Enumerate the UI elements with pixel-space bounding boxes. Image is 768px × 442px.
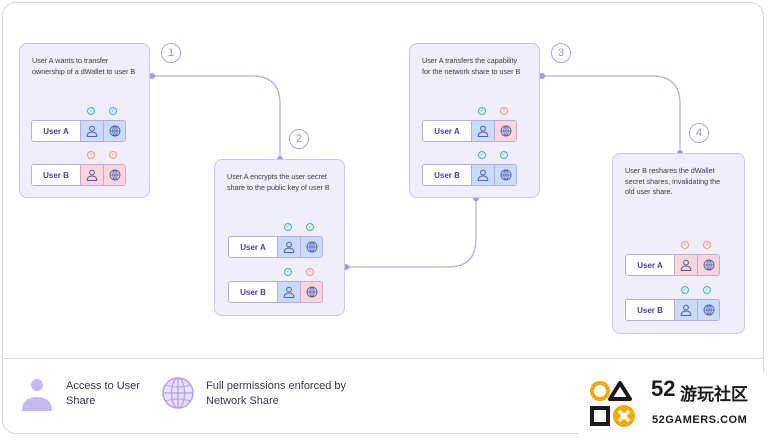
user-label: User B bbox=[229, 282, 278, 302]
user-label: User A bbox=[626, 255, 675, 275]
user-share-icon bbox=[472, 121, 494, 141]
check-icon: ✓ bbox=[500, 151, 508, 159]
network-share-icon bbox=[103, 121, 125, 141]
cross-icon: × bbox=[500, 107, 508, 115]
watermark-name: 游玩社区 bbox=[680, 385, 748, 404]
network-share-icon bbox=[494, 121, 516, 141]
permission-row: User B bbox=[228, 281, 323, 303]
step-description: User A wants to transfer ownership of a … bbox=[32, 56, 136, 76]
legend-user-share-label: Access to User Share bbox=[66, 380, 140, 407]
watermark-number: 52 bbox=[651, 376, 676, 401]
permission-row: User A bbox=[228, 236, 323, 258]
step-number-badge: 4 bbox=[689, 123, 709, 143]
user-share-icon bbox=[675, 300, 697, 320]
permission-row: User B bbox=[31, 164, 126, 186]
user-icon bbox=[19, 377, 55, 413]
step-number-badge: 2 bbox=[289, 129, 309, 149]
user-label: User A bbox=[32, 121, 81, 141]
cross-icon: × bbox=[109, 151, 117, 159]
user-label: User A bbox=[229, 237, 278, 257]
permission-row: User A bbox=[422, 120, 517, 142]
permission-row: User B bbox=[625, 299, 720, 321]
user-share-icon bbox=[81, 121, 103, 141]
globe-icon bbox=[160, 375, 196, 411]
user-label: User A bbox=[423, 121, 472, 141]
step-description: User A transfers the capability for the … bbox=[422, 56, 521, 76]
cross-icon: × bbox=[681, 241, 689, 249]
network-share-icon bbox=[697, 300, 719, 320]
cross-icon: × bbox=[87, 151, 95, 159]
check-icon: ✓ bbox=[478, 151, 486, 159]
watermark-domain: 52GAMERS.COM bbox=[652, 414, 748, 426]
step-number-badge: 3 bbox=[551, 43, 571, 63]
check-icon: ✓ bbox=[306, 223, 314, 231]
check-icon: ✓ bbox=[478, 107, 486, 115]
user-label: User B bbox=[32, 165, 81, 185]
network-share-icon bbox=[300, 282, 322, 302]
check-icon: ✓ bbox=[109, 107, 117, 115]
permission-row: User A bbox=[625, 254, 720, 276]
user-share-icon bbox=[472, 165, 494, 185]
gamepad-symbols-icon bbox=[590, 381, 635, 427]
check-icon: ✓ bbox=[703, 286, 711, 294]
network-share-icon bbox=[300, 237, 322, 257]
permission-row: User B bbox=[422, 164, 517, 186]
network-share-icon bbox=[494, 165, 516, 185]
permission-row: User A bbox=[31, 120, 126, 142]
check-icon: ✓ bbox=[681, 286, 689, 294]
watermark-logo: 52 游玩社区 52GAMERS.COM bbox=[578, 372, 768, 437]
step-description: User B reshares the dWallet secret share… bbox=[625, 166, 721, 196]
check-icon: ✓ bbox=[284, 268, 292, 276]
user-share-icon bbox=[278, 282, 300, 302]
check-icon: ✓ bbox=[284, 223, 292, 231]
user-share-icon bbox=[278, 237, 300, 257]
user-share-icon bbox=[81, 165, 103, 185]
step-number-badge: 1 bbox=[161, 43, 181, 63]
check-icon: ✓ bbox=[87, 107, 95, 115]
user-share-icon bbox=[675, 255, 697, 275]
step-description: User A encrypts the user secret share to… bbox=[227, 172, 330, 192]
cross-icon: × bbox=[306, 268, 314, 276]
legend-network-share-label: Full permissions enforced by Network Sha… bbox=[206, 380, 347, 407]
cross-icon: × bbox=[703, 241, 711, 249]
legend-divider bbox=[3, 358, 763, 359]
user-label: User B bbox=[626, 300, 675, 320]
network-share-icon bbox=[103, 165, 125, 185]
network-share-icon bbox=[697, 255, 719, 275]
user-label: User B bbox=[423, 165, 472, 185]
